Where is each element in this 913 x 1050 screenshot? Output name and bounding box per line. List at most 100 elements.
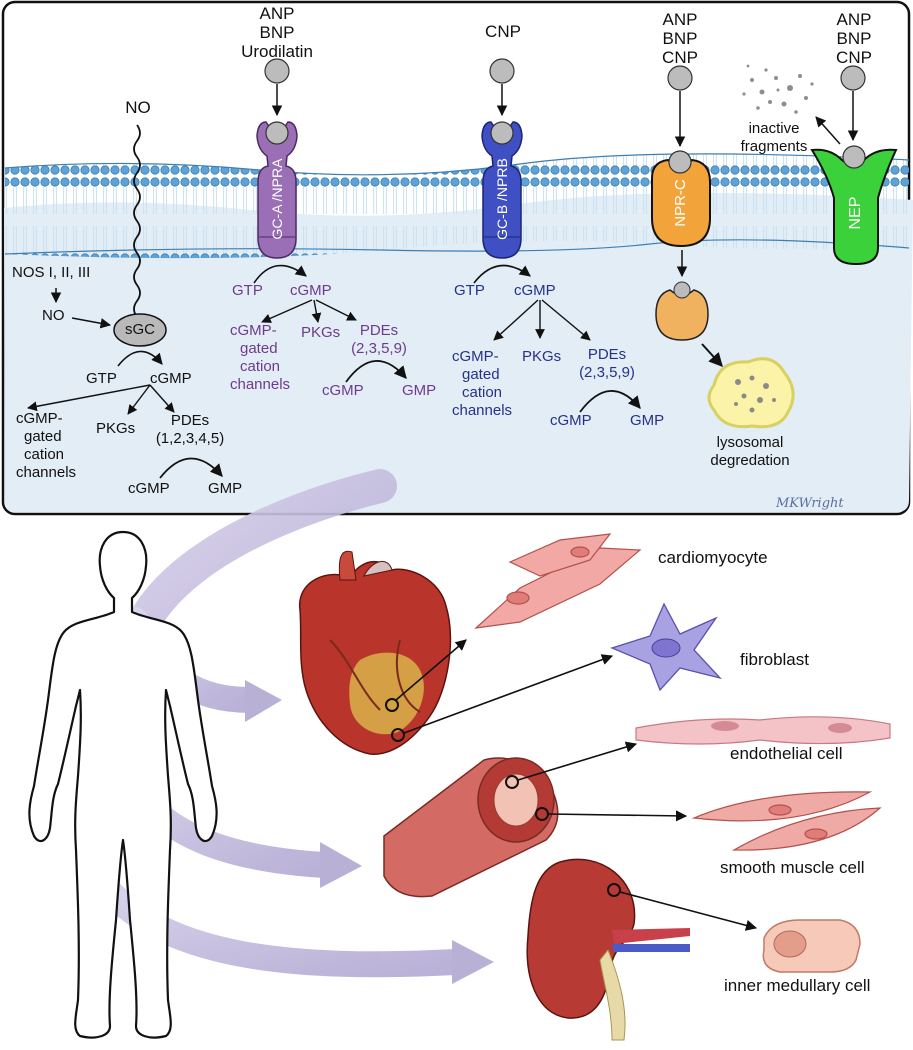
degredation-label: degredation bbox=[710, 452, 790, 469]
gca-ligand-urodilatin: Urodilatin bbox=[241, 42, 313, 61]
fibroblast-cell bbox=[610, 602, 722, 692]
nprc-receptor bbox=[651, 150, 711, 248]
medullary-cell bbox=[762, 919, 861, 973]
nep-enzyme bbox=[810, 145, 898, 266]
nprc-ligand-bnp: BNP bbox=[662, 29, 698, 48]
kidney-point bbox=[607, 883, 621, 897]
gca-gtp-label: GTP bbox=[232, 282, 263, 299]
heart bbox=[299, 550, 452, 755]
nprc-ligand-cnp: CNP bbox=[662, 48, 698, 67]
gcb-gtp-label: GTP bbox=[454, 282, 485, 299]
gcb-cgmp-label: cGMP bbox=[514, 282, 556, 299]
gca-pde-curve bbox=[345, 360, 407, 383]
no-channels-l3: cation bbox=[24, 446, 65, 463]
artery-to-smooth-arrow bbox=[547, 810, 688, 822]
artery bbox=[383, 757, 559, 898]
fragments-label: fragments bbox=[740, 138, 808, 155]
gca-arrow-pkgs bbox=[311, 299, 322, 323]
gcb-ligand-cnp: CNP bbox=[485, 22, 521, 41]
inactive-fragments bbox=[742, 64, 814, 114]
no-label-top: NO bbox=[125, 98, 151, 117]
no-arrow-pdes bbox=[149, 384, 175, 413]
lysosomal-label: lysosomal bbox=[716, 434, 784, 451]
gcb-ligand-ball bbox=[489, 58, 515, 84]
gca-cgmp-label: cGMP bbox=[290, 282, 332, 299]
cardiomyocyte-label: cardiomyocyte bbox=[658, 548, 768, 567]
no-arrow-pkgs bbox=[127, 384, 151, 415]
no-pde-curve bbox=[159, 457, 223, 479]
smooth-muscle-label: smooth muscle cell bbox=[720, 858, 865, 877]
nep-ligand-ball bbox=[840, 65, 866, 91]
gcb-receptor-label: GC-B /NPRB bbox=[494, 158, 510, 240]
gca-arrow-pdes bbox=[315, 299, 357, 321]
no-channels-l4: channels bbox=[16, 464, 77, 481]
nep-ligand-cnp: CNP bbox=[836, 48, 872, 67]
gca-channels-l4: channels bbox=[230, 376, 291, 393]
gca-gtp-arrow bbox=[253, 264, 307, 284]
gcb-pdes-label: PDEs bbox=[587, 346, 627, 363]
gca-ligand-bnp: BNP bbox=[259, 23, 295, 42]
gca-ligand-anp: ANP bbox=[259, 4, 295, 23]
fibroblast-label: fibroblast bbox=[740, 650, 809, 669]
artery-to-endo-arrow bbox=[517, 741, 638, 781]
gcb-arrow-pdes bbox=[541, 299, 591, 341]
nep-ligand-anp: ANP bbox=[836, 10, 872, 29]
gcb-product-label: GMP bbox=[630, 412, 665, 429]
kidney-to-medullary-arrow bbox=[619, 891, 758, 931]
no-channels-l2: gated bbox=[24, 428, 62, 445]
sgc-enzyme bbox=[113, 313, 167, 347]
gca-ligand-ball bbox=[264, 58, 290, 84]
nprc-ligand-anp: ANP bbox=[662, 10, 698, 29]
human-figure bbox=[28, 530, 218, 1039]
inactive-label: inactive bbox=[748, 120, 800, 137]
no-pdes-numbers: (1,2,3,4,5) bbox=[155, 430, 225, 447]
gcb-channels-l4: channels bbox=[452, 402, 513, 419]
nos-label: NOS I, II, III bbox=[12, 264, 91, 281]
heart-to-fibro-arrow bbox=[403, 654, 614, 734]
medullary-label: inner medullary cell bbox=[724, 976, 871, 995]
nprc-lysosome-arrow bbox=[701, 343, 723, 368]
cardiomyocyte-cells bbox=[474, 533, 642, 629]
gca-channels-l3: cation bbox=[240, 358, 281, 375]
gcb-channels-l3: cation bbox=[462, 384, 503, 401]
heart-to-cardio-arrow bbox=[395, 639, 467, 701]
gca-pdes-label: PDEs bbox=[359, 322, 399, 339]
gca-pdes-numbers: (2,3,5,9) bbox=[351, 340, 407, 357]
nprc-receptor-label: NPR-C bbox=[672, 179, 689, 227]
gcb-gtp-arrow bbox=[473, 264, 531, 284]
gca-product-label: GMP bbox=[402, 382, 437, 399]
gcb-pkgs-label: PKGs bbox=[522, 348, 562, 365]
gcb-substrate-label: cGMP bbox=[550, 412, 592, 429]
endothelial-cells bbox=[635, 716, 891, 745]
lysosome bbox=[707, 357, 795, 429]
gcb-channels-l2: gated bbox=[462, 366, 500, 383]
gcb-pdes-numbers: (2,3,5,9) bbox=[579, 364, 635, 381]
gcb-arrow-channels bbox=[493, 299, 539, 341]
gcb-pde-curve bbox=[579, 390, 641, 413]
no-substrate-label: cGMP bbox=[128, 480, 170, 497]
nprc-vesicle bbox=[655, 281, 709, 341]
no-pkgs-label: PKGs bbox=[96, 420, 136, 437]
no-arrow-channels bbox=[27, 384, 151, 412]
no-gtp-label: GTP bbox=[86, 370, 117, 387]
gca-substrate-label: cGMP bbox=[322, 382, 364, 399]
nep-ligand-bnp: BNP bbox=[836, 29, 872, 48]
sgc-label: sGC bbox=[125, 321, 155, 338]
gca-receptor-label: GC-A /NPRA bbox=[269, 158, 285, 240]
no-pdes-label: PDEs bbox=[170, 412, 210, 429]
no-cgmp-label: cGMP bbox=[150, 370, 192, 387]
kidney bbox=[526, 858, 690, 1041]
gca-arrow-channels bbox=[261, 299, 313, 323]
heart-point-fibro bbox=[391, 728, 405, 742]
no-to-sgc-arrow bbox=[71, 317, 112, 329]
no-product-label: GMP bbox=[208, 480, 243, 497]
gcb-receptor bbox=[481, 121, 523, 259]
gca-channels-l1: cGMP- bbox=[230, 322, 277, 339]
gca-channels-l2: gated bbox=[240, 340, 278, 357]
nprc-ligand-ball bbox=[667, 65, 693, 91]
no-gtp-cgmp-arrow bbox=[117, 350, 163, 367]
heart-point-cardio bbox=[385, 698, 399, 712]
smooth-muscle-cells bbox=[691, 791, 882, 851]
gca-pkgs-label: PKGs bbox=[301, 324, 341, 341]
no-label: NO bbox=[42, 307, 65, 324]
